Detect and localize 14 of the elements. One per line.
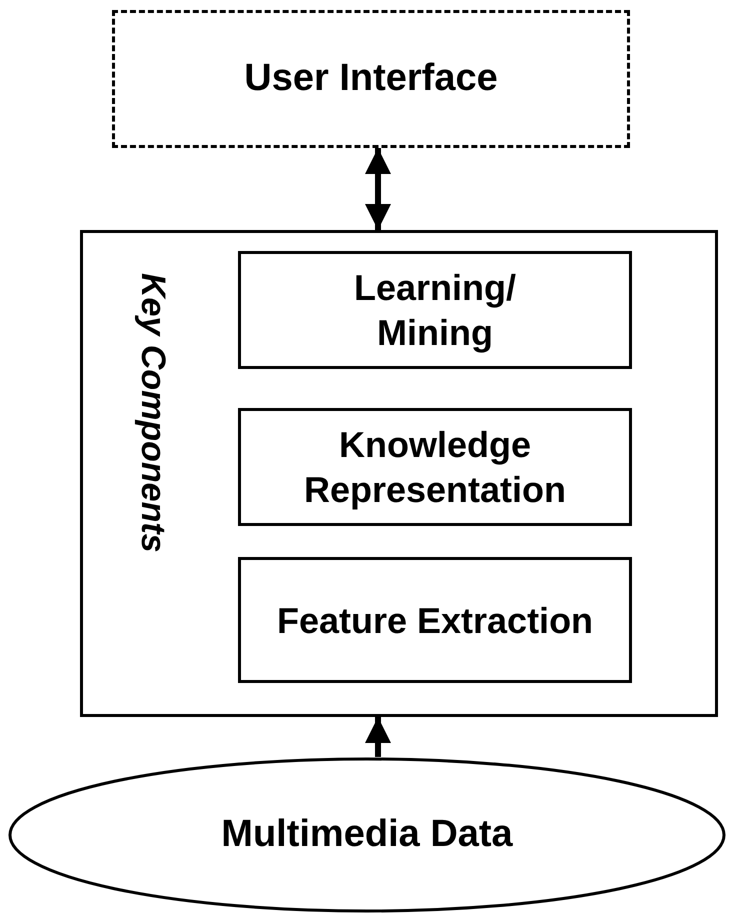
node-label: User Interface xyxy=(243,56,499,102)
group-heading: Key Components xyxy=(133,273,172,553)
node-label: Knowledge Representation xyxy=(302,423,568,512)
container-box xyxy=(80,230,718,717)
dashed-box xyxy=(112,10,630,148)
node-label: Learning/ Mining xyxy=(352,266,518,355)
arrow xyxy=(365,717,391,757)
process-box xyxy=(238,557,632,683)
arrow xyxy=(365,148,391,230)
process-box xyxy=(238,408,632,526)
node-label: Multimedia Data xyxy=(220,812,514,858)
node-label: Feature Extraction xyxy=(276,598,594,642)
process-box xyxy=(238,251,632,369)
ellipse-node xyxy=(8,757,726,913)
